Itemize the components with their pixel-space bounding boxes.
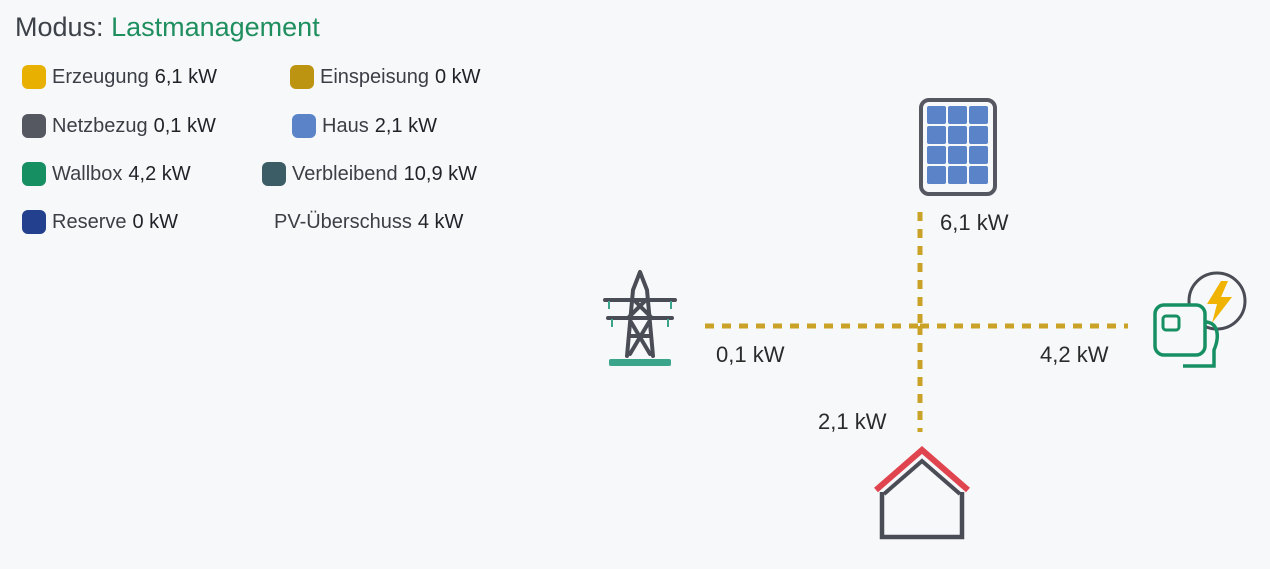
mode-title: Modus: Lastmanagement (15, 10, 320, 44)
legend-item-pv-ueberschuss: PV-Überschuss 4 kW (274, 209, 463, 235)
legend: Erzeugung 6,1 kW Einspeisung 0 kW Netzbe… (22, 62, 542, 242)
legend-swatch-haus (292, 114, 316, 138)
power-tower-icon (603, 270, 677, 366)
legend-swatch-reserve (22, 210, 46, 234)
legend-swatch-netzbezug (22, 114, 46, 138)
legend-item-verbleibend: Verbleibend 10,9 kW (262, 161, 477, 187)
legend-value: 0,1 kW (153, 115, 216, 137)
legend-name: Erzeugung (52, 66, 149, 88)
legend-swatch-wallbox (22, 162, 46, 186)
legend-swatch-verbleibend (262, 162, 286, 186)
legend-name: Reserve (52, 211, 127, 233)
flow-label-house: 2,1 kW (818, 409, 887, 434)
wallbox-charger-icon (1153, 271, 1247, 368)
flow-label-wallbox: 4,2 kW (1040, 342, 1109, 367)
legend-item-erzeugung: Erzeugung 6,1 kW (22, 64, 217, 90)
legend-item-netzbezug: Netzbezug 0,1 kW (22, 113, 216, 139)
legend-item-reserve: Reserve 0 kW (22, 209, 178, 235)
legend-item-haus: Haus 2,1 kW (292, 113, 437, 139)
legend-name: Netzbezug (52, 115, 148, 137)
legend-value: 4 kW (417, 211, 464, 233)
legend-name: Haus (322, 115, 369, 137)
legend-name: Einspeisung (320, 66, 429, 88)
legend-swatch-einspeisung (290, 65, 314, 89)
legend-value: 2,1 kW (374, 115, 437, 137)
solar-panel-icon (919, 98, 997, 196)
flow-lines (705, 212, 1128, 432)
legend-name: Verbleibend (292, 163, 398, 185)
legend-item-wallbox: Wallbox 4,2 kW (22, 161, 191, 187)
house-icon (874, 446, 970, 540)
legend-value: 4,2 kW (128, 163, 191, 185)
legend-value: 10,9 kW (403, 163, 478, 185)
legend-item-einspeisung: Einspeisung 0 kW (290, 64, 481, 90)
legend-value: 6,1 kW (154, 66, 217, 88)
flow-label-pv: 6,1 kW (940, 210, 1009, 235)
legend-name: Wallbox (52, 163, 123, 185)
legend-name: PV-Überschuss (274, 211, 412, 233)
mode-label: Modus: (15, 12, 104, 42)
legend-swatch-erzeugung (22, 65, 46, 89)
legend-value: 0 kW (434, 66, 481, 88)
mode-value: Lastmanagement (111, 12, 320, 42)
legend-value: 0 kW (132, 211, 179, 233)
flow-label-grid: 0,1 kW (716, 342, 785, 367)
